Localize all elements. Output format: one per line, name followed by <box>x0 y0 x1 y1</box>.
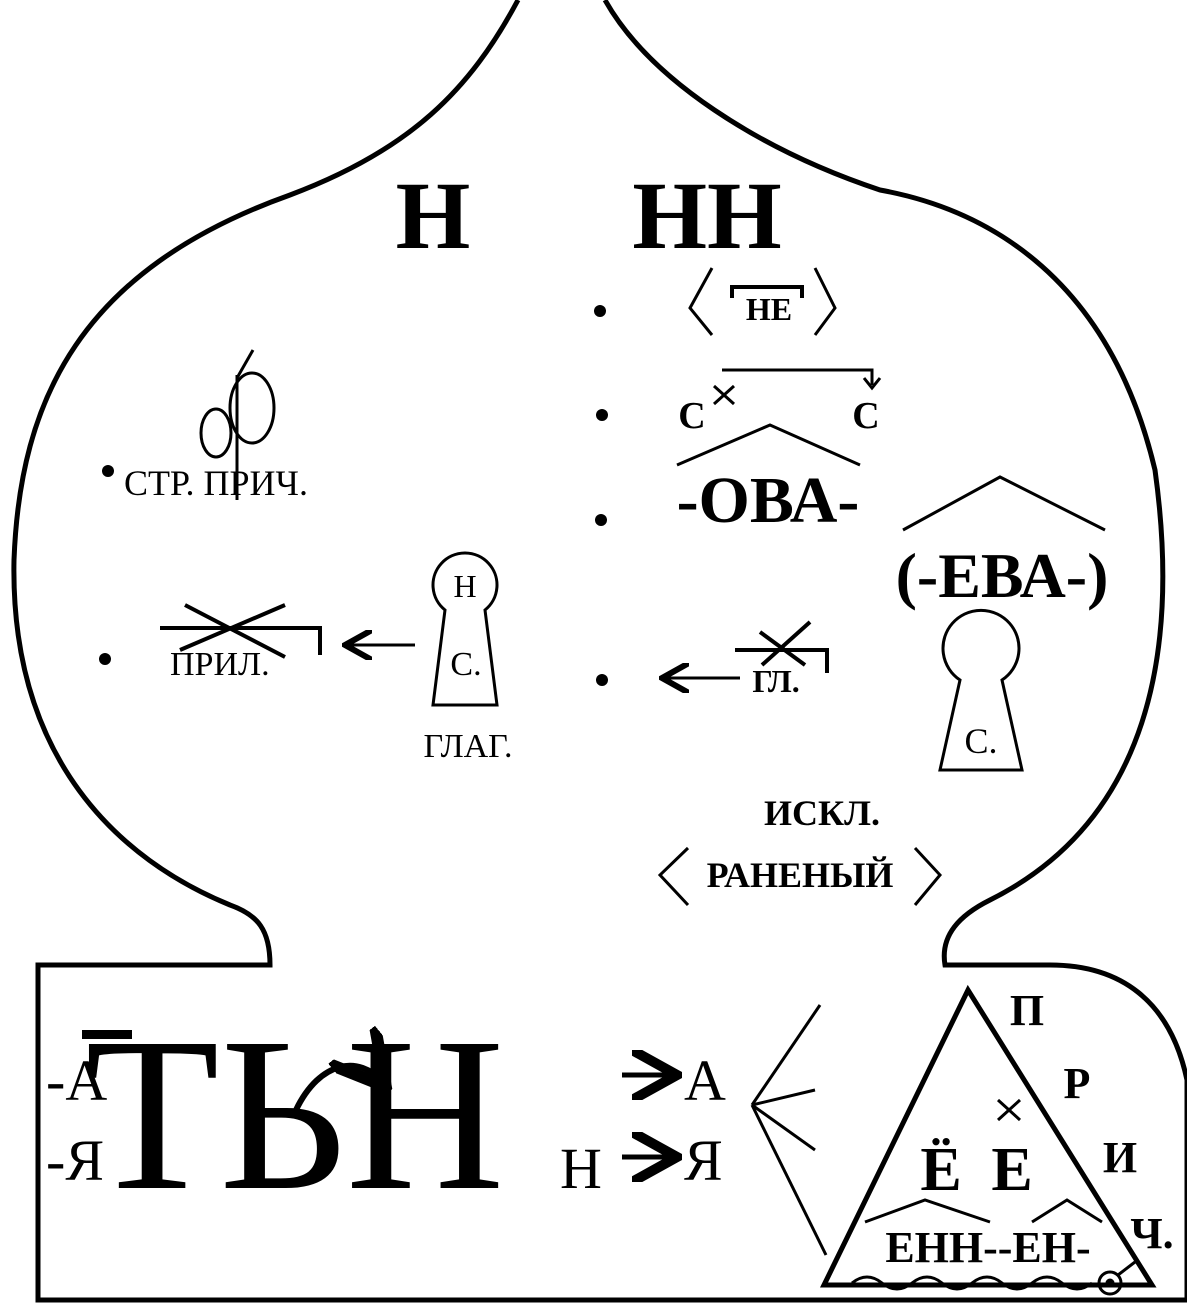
ending-a-label: -А <box>46 1048 107 1113</box>
yo-label: Ё <box>920 1136 961 1204</box>
suffix-arc-icon <box>676 423 861 467</box>
keyhole-top-label: Н <box>453 568 476 604</box>
result-ya-label: Я <box>684 1128 723 1193</box>
participle-triangle <box>819 984 1157 1288</box>
angle-right-icon <box>813 267 837 336</box>
keyhole-bottom-label: С. <box>964 721 997 761</box>
bullet-icon <box>99 653 111 665</box>
dependent-left-label: С <box>678 395 705 437</box>
header-double-nn: НН <box>632 162 781 269</box>
suffix-eva-label: (-ЕВА-) <box>896 540 1109 611</box>
adjective-label: ПРИЛ. <box>170 646 270 683</box>
vertical-letter-ch: Ч. <box>1130 1209 1173 1258</box>
big-suffix-word: ТЬН <box>85 992 505 1236</box>
bullet-icon <box>596 409 608 421</box>
arrowhead-icon <box>862 377 882 391</box>
vertical-letter-p: П <box>1010 986 1044 1035</box>
exception-word-label: РАНЕНЫЙ <box>707 855 894 895</box>
prefix-ne-label: НЕ <box>746 291 792 327</box>
participle-circle-icon <box>1097 1260 1136 1296</box>
crossed-suffix-icon <box>160 603 322 659</box>
cross-icon <box>996 1098 1022 1122</box>
keyhole-icon <box>938 608 1024 772</box>
dome-outline <box>11 0 1187 1303</box>
prefix-bracket-icon <box>730 285 804 298</box>
crossed-suffix-icon <box>735 620 829 673</box>
suffix-arc-icon <box>1031 1198 1103 1224</box>
verb-label: ГЛАГ. <box>423 728 512 765</box>
angle-right-icon <box>913 846 942 906</box>
suffix-arc-icon <box>902 475 1106 532</box>
ending-bracket-icon <box>82 1030 132 1039</box>
header-single-n: Н <box>396 162 471 269</box>
small-n-label: Н <box>560 1136 602 1201</box>
bullet-icon <box>102 465 114 477</box>
exception-label: ИСКЛ. <box>764 793 880 833</box>
cross-icon <box>712 384 736 406</box>
vertical-letter-r: Р <box>1064 1059 1091 1108</box>
angle-left-icon <box>657 846 690 907</box>
keyhole-icon <box>431 551 499 707</box>
curved-arrow-icon <box>293 1066 382 1112</box>
bullet-icon <box>594 305 606 317</box>
vertical-letter-i: И <box>1103 1133 1137 1182</box>
keyhole-bottom-label: С. <box>450 646 481 683</box>
suffixes-label: ЕНН--ЕН- <box>885 1223 1090 1272</box>
angle-left-icon <box>688 267 714 336</box>
suffix-ova-label: -ОВА- <box>677 464 860 537</box>
fan-lines <box>750 1004 828 1256</box>
participle-symbol <box>199 349 276 500</box>
wavy-underline-icon <box>851 1275 1093 1291</box>
verb-short-label: ГЛ. <box>752 663 799 699</box>
bullet-icon <box>596 674 608 686</box>
result-a-label: А <box>684 1048 726 1113</box>
suffix-arc-icon <box>864 1198 991 1224</box>
dependency-arrow-icon <box>722 368 874 385</box>
ending-ya-label: -Я <box>46 1128 104 1193</box>
passive-participle-label: СТР. ПРИЧ. <box>124 463 308 503</box>
bullet-icon <box>595 514 607 526</box>
dependent-right-label: С <box>852 395 879 437</box>
e-label: Е <box>991 1136 1032 1204</box>
